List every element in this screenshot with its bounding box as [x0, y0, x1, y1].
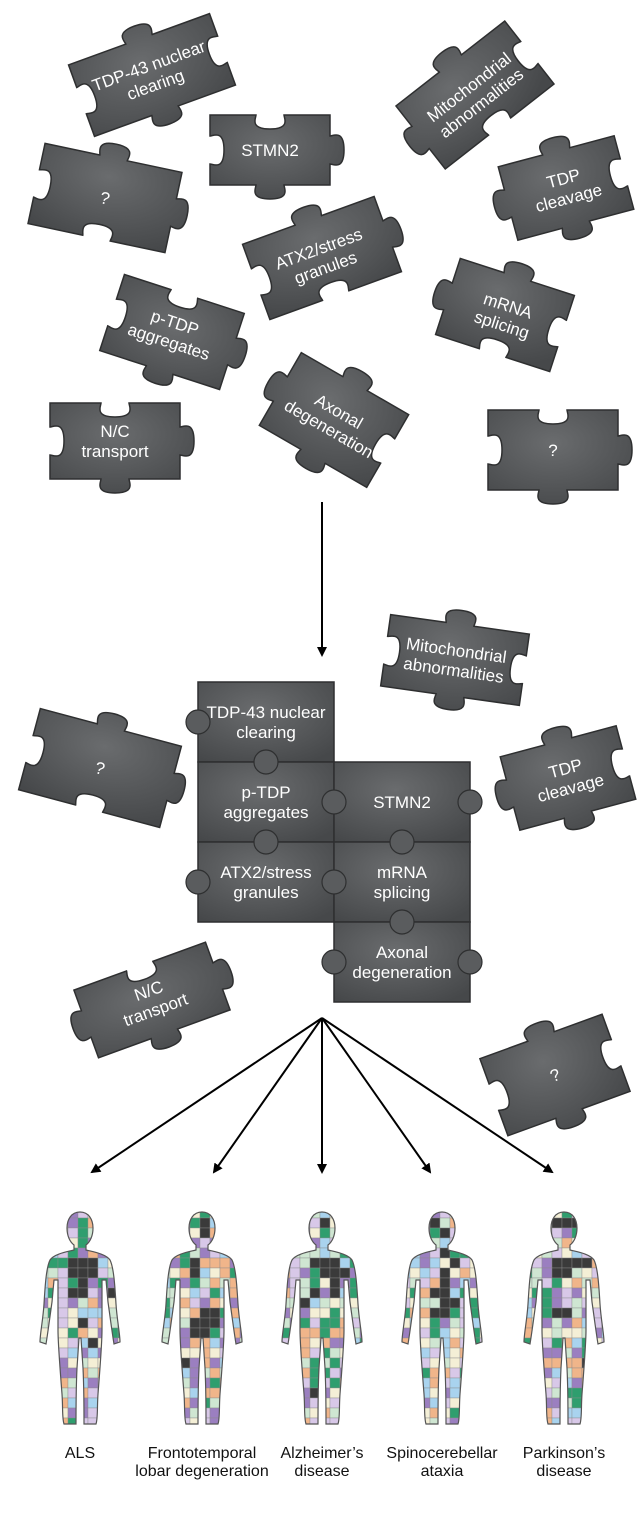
puzzle-knob [389, 909, 415, 935]
puzzle-piece-label: STMN2 [373, 793, 431, 812]
puzzle-knob [253, 749, 279, 775]
puzzle-piece-label: aggregates [223, 803, 308, 822]
human-figure-ftld [161, 1211, 243, 1425]
puzzle-piece-label: ATX2/stress [220, 863, 311, 882]
assembled-puzzle: TDP-43 nuclearclearingp-TDPaggregatesATX… [185, 681, 483, 1003]
puzzle-piece-label: ? [98, 188, 111, 209]
puzzle-knob [321, 949, 347, 975]
puzzle-piece-label: granules [233, 883, 298, 902]
puzzle-piece-label: TDP-43 nuclear [206, 703, 325, 722]
puzzle-knob [457, 789, 483, 815]
puzzle-piece-stmn2: STMN2 [209, 114, 345, 200]
puzzle-piece-q1: ? [17, 707, 187, 829]
puzzle-piece-label: N/C [100, 422, 129, 441]
human-figure-als [39, 1211, 121, 1425]
human-figure-ad [281, 1211, 363, 1425]
puzzle-piece-q1: ? [27, 142, 189, 254]
puzzle-piece-label: transport [81, 442, 148, 461]
puzzle-knob [185, 709, 211, 735]
human-figure-pd [523, 1211, 605, 1425]
puzzle-piece-q2: ? [478, 1013, 632, 1137]
disease-arrows [90, 1017, 554, 1174]
puzzle-piece-label: p-TDP [241, 783, 290, 802]
puzzle-knob [321, 869, 347, 895]
puzzle-piece-q2: ? [487, 409, 633, 505]
puzzle-piece-label: clearing [236, 723, 296, 742]
human-figure-sca [401, 1211, 483, 1425]
puzzle-piece-label: degeneration [352, 963, 451, 982]
puzzle-knob [389, 829, 415, 855]
puzzle-knob [321, 789, 347, 815]
puzzle-piece-label: STMN2 [241, 141, 299, 160]
puzzle-knob [457, 949, 483, 975]
disease-caption-als: ALS [65, 1445, 95, 1462]
puzzle-piece-label: mRNA [377, 863, 428, 882]
puzzle-piece-label: ? [548, 441, 557, 460]
puzzle-piece-label: Axonal [376, 943, 428, 962]
puzzle-knob [185, 869, 211, 895]
puzzle-piece-label: splicing [374, 883, 431, 902]
puzzle-knob [253, 829, 279, 855]
